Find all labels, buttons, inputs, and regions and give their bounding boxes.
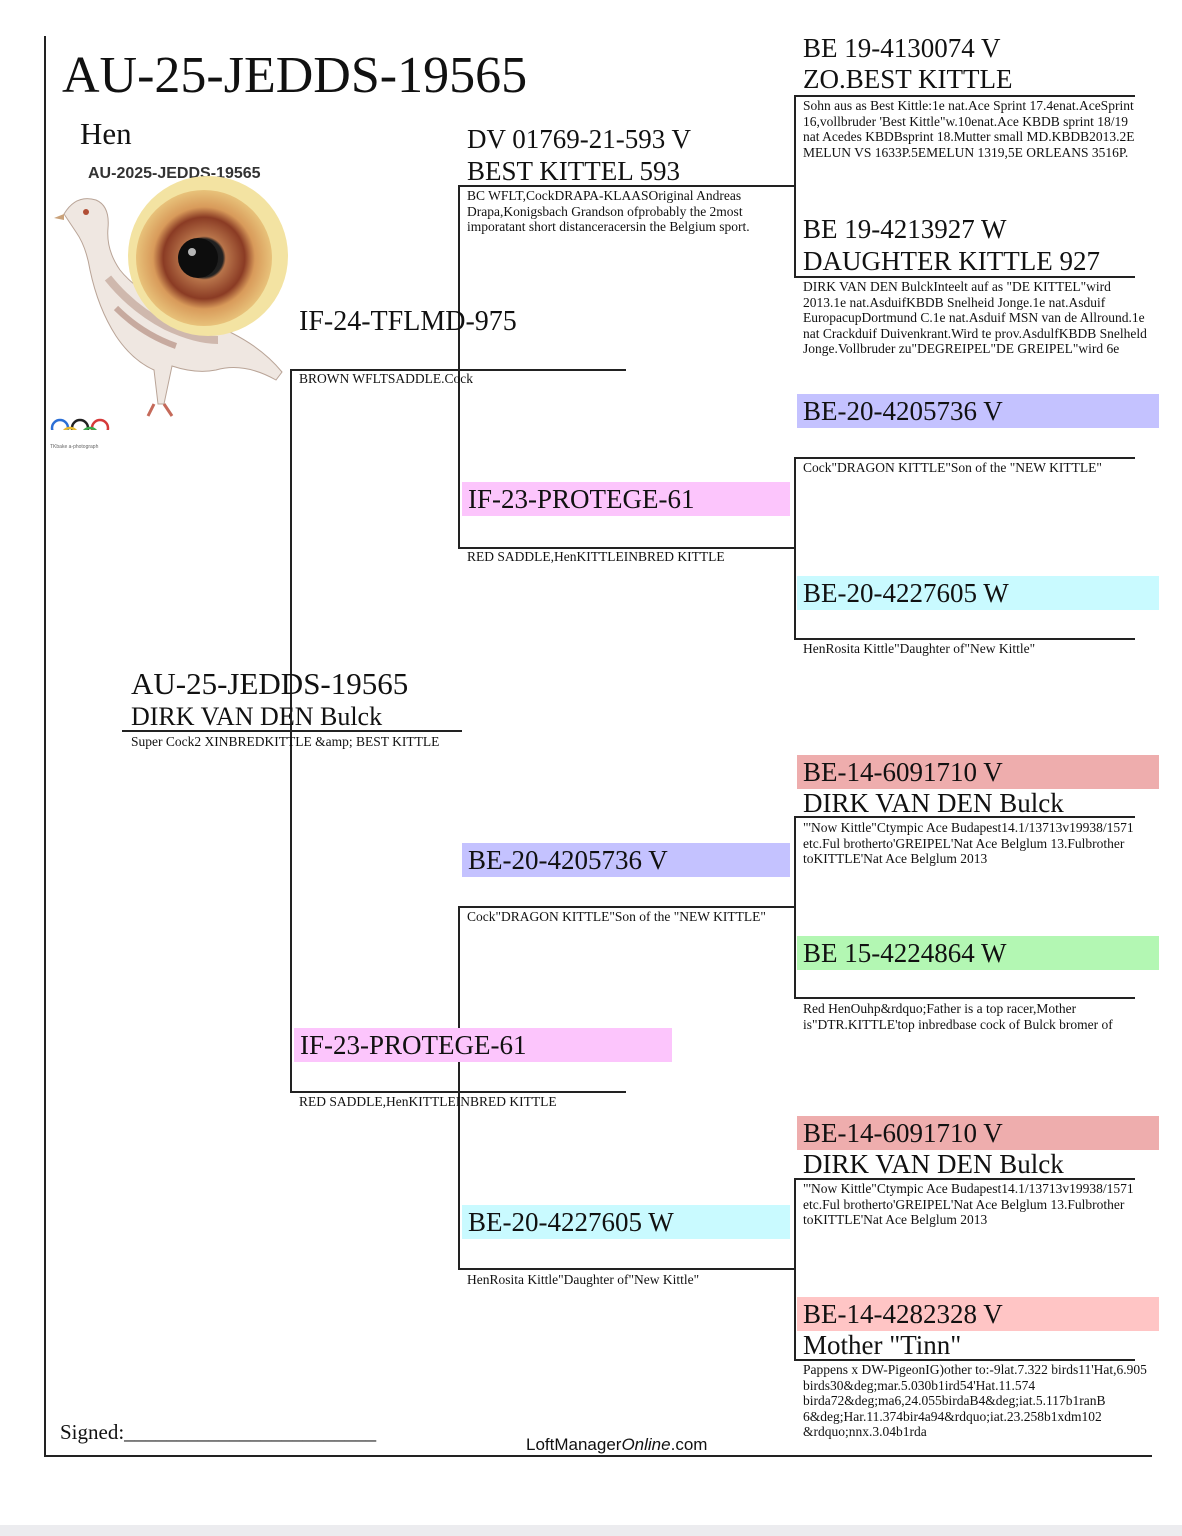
ddd-underline xyxy=(794,1359,1135,1361)
sss-name: ZO.BEST KITTLE xyxy=(803,64,1013,94)
sss-ring: BE 19-4130074 V xyxy=(803,33,1001,63)
subject-note: Super Cock2 XINBREDKITTLE &amp; BEST KIT… xyxy=(131,734,440,749)
ds-ring-band: BE-20-4205736 V xyxy=(462,843,790,877)
sds-ring: BE-20-4205736 V xyxy=(803,396,1003,426)
ssd-ring: BE 19-4213927 W xyxy=(803,214,1007,244)
dsd-ring-band: BE 15-4224864 W xyxy=(797,936,1159,970)
dd-ring-band: BE-20-4227605 W xyxy=(462,1205,790,1239)
dss-name: DIRK VAN DEN Bulck xyxy=(803,788,1064,818)
sire-ring: IF-24-TFLMD-975 xyxy=(299,306,517,337)
sd-underline xyxy=(458,547,794,549)
ss-note: BC WFLT,CockDRAPA-KLAASOriginal Andreas … xyxy=(467,188,750,234)
sdd-underline xyxy=(794,638,1135,640)
ds-ring: BE-20-4205736 V xyxy=(468,845,668,875)
dam-connector xyxy=(458,906,460,1268)
sd-ring: IF-23-PROTEGE-61 xyxy=(468,484,695,514)
page-bottom-border xyxy=(44,1455,1152,1457)
brand-footer[interactable]: LoftManagerOnline.com xyxy=(526,1434,707,1456)
dsd-note: Red HenOuhp&rdquo;Father is a top racer,… xyxy=(803,1001,1113,1032)
dam-ring-band: IF-23-PROTEGE-61 xyxy=(294,1028,672,1062)
sd-ring-band: IF-23-PROTEGE-61 xyxy=(462,482,790,516)
ds-connector xyxy=(794,816,796,998)
olympic-rings-icon xyxy=(50,418,110,430)
ssd-note: DIRK VAN DEN BulckInteelt auf as "DE KIT… xyxy=(803,279,1147,356)
dsd-ring: BE 15-4224864 W xyxy=(803,938,1007,968)
sdd-ring: BE-20-4227605 W xyxy=(803,578,1009,608)
page-left-border xyxy=(44,36,46,1457)
dds-ring: BE-14-6091710 V xyxy=(803,1118,1003,1148)
sd-note: RED SADDLE,HenKITTLEINBRED KITTLE xyxy=(467,549,725,564)
sire-note: BROWN WFLTSADDLE.Cock xyxy=(299,371,474,386)
bird-photo: AU-2025-JEDDS-19565 xyxy=(46,158,290,450)
dam-ring: IF-23-PROTEGE-61 xyxy=(300,1030,527,1060)
sdd-ring-band: BE-20-4227605 W xyxy=(797,576,1159,610)
brand-prefix: LoftManager xyxy=(526,1435,622,1454)
ddd-note: Pappens x DW-PigeonIG)other to:-9lat.7.3… xyxy=(803,1362,1147,1439)
dss-note: "'Now Kittle"Ctympic Ace Budapest14.1/13… xyxy=(803,820,1134,866)
sds-underline xyxy=(794,457,1135,459)
ss-connector xyxy=(794,96,796,276)
dd-note: HenRosita Kittle"Daughter of"New Kittle" xyxy=(467,1272,700,1287)
sex-label: Hen xyxy=(80,116,132,151)
ssd-underline xyxy=(794,276,1135,278)
signed-label: Signed: xyxy=(60,1420,125,1444)
brand-italic: Online xyxy=(621,1435,671,1454)
ds-note: Cock"DRAGON KITTLE"Son of the "NEW KITTL… xyxy=(467,909,766,924)
dss-underline xyxy=(794,816,1135,818)
ddd-name: Mother "Tinn" xyxy=(803,1330,962,1360)
subject-underline xyxy=(122,730,462,732)
ssd-name: DAUGHTER KITTLE 927 xyxy=(803,246,1100,276)
dd-connector xyxy=(794,1178,796,1360)
sds-ring-band: BE-20-4205736 V xyxy=(797,394,1159,428)
dsd-underline xyxy=(794,997,1135,999)
subject-breeder: DIRK VAN DEN Bulck xyxy=(131,702,383,731)
ds-underline xyxy=(458,906,794,908)
dd-underline xyxy=(458,1268,794,1270)
pigeon-and-eye-image xyxy=(50,176,288,430)
sdd-note: HenRosita Kittle"Daughter of"New Kittle" xyxy=(803,641,1036,656)
sds-note: Cock"DRAGON KITTLE"Son of the "NEW KITTL… xyxy=(803,460,1102,475)
ss-ring: DV 01769-21-593 V xyxy=(467,124,692,154)
signature-line: Signed:________________________ xyxy=(60,1418,376,1446)
logo-caption: TKbake a-photograph xyxy=(50,444,99,450)
ss-name: BEST KITTEL 593 xyxy=(467,156,680,186)
subject-ring: AU-25-JEDDS-19565 xyxy=(131,666,409,701)
signed-blank: ________________________ xyxy=(124,1420,377,1444)
dss-ring-band: BE-14-6091710 V xyxy=(797,755,1159,789)
sd-connector xyxy=(794,458,796,638)
dss-ring: BE-14-6091710 V xyxy=(803,757,1003,787)
dds-note: "'Now Kittle"Ctympic Ace Budapest14.1/13… xyxy=(803,1181,1134,1227)
dam-note: RED SADDLE,HenKITTLEINBRED KITTLE xyxy=(299,1094,557,1109)
sss-note: Sohn aus as Best Kittle:1e nat.Ace Sprin… xyxy=(803,98,1135,160)
ss-underline xyxy=(458,185,794,187)
ddd-ring: BE-14-4282328 V xyxy=(803,1299,1003,1329)
brand-suffix: .com xyxy=(670,1435,708,1454)
sss-underline xyxy=(794,95,1135,97)
ddd-ring-band: BE-14-4282328 V xyxy=(797,1297,1159,1331)
dds-underline xyxy=(794,1178,1135,1180)
dds-ring-band: BE-14-6091710 V xyxy=(797,1116,1159,1150)
dd-ring: BE-20-4227605 W xyxy=(468,1207,674,1237)
page-title: AU-25-JEDDS-19565 xyxy=(62,47,528,104)
dds-name: DIRK VAN DEN Bulck xyxy=(803,1149,1064,1179)
sire-connector xyxy=(458,186,460,548)
